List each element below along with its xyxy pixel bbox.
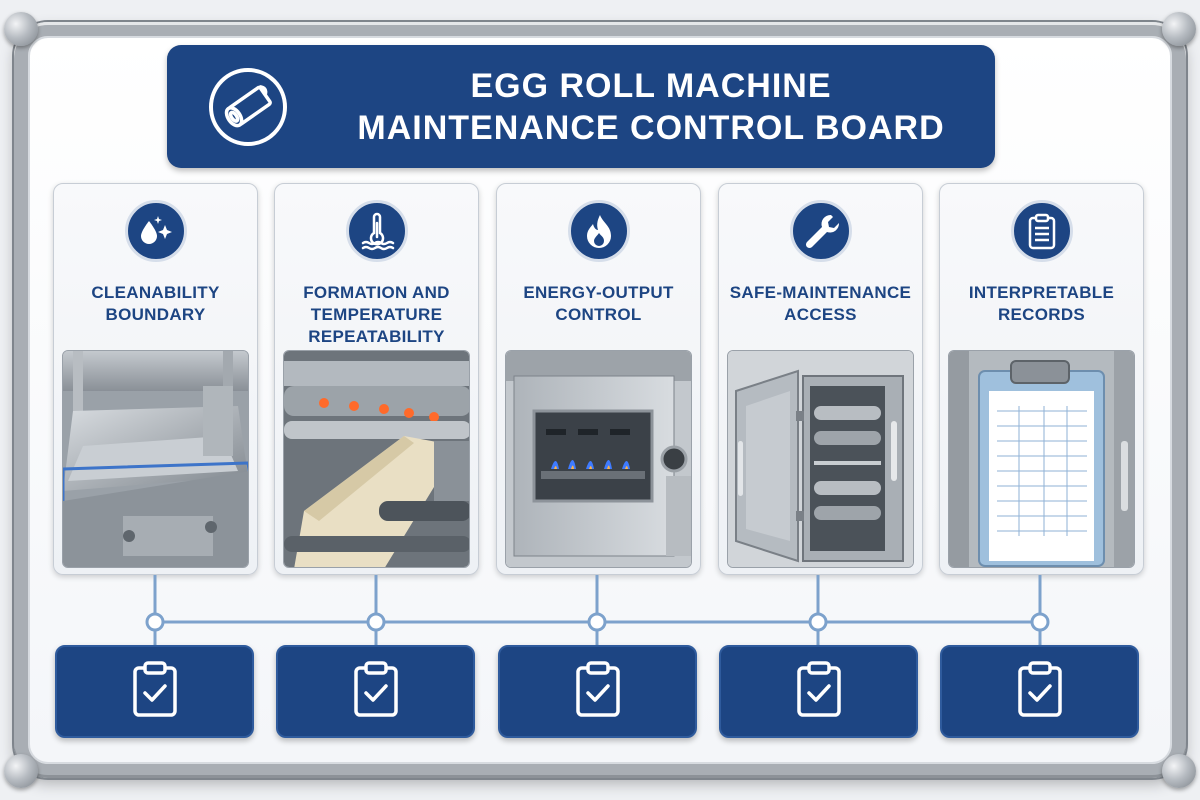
card-title: FORMATION AND TEMPERATURE REPEATABILITY	[303, 283, 450, 346]
clipboard-check-icon	[573, 659, 623, 724]
egg-roll-icon	[207, 66, 289, 148]
checklist-button-cleanability[interactable]	[55, 645, 254, 738]
water-drop-sparkle-icon	[124, 200, 187, 262]
card-title: ENERGY-OUTPUT CONTROL	[523, 283, 674, 324]
card-energy-output-control[interactable]: ENERGY-OUTPUT CONTROL	[496, 183, 701, 575]
checklist-button-records[interactable]	[940, 645, 1139, 738]
clipboard-check-icon	[794, 659, 844, 724]
thermometer-icon	[345, 200, 408, 262]
frame-corner-bottom-right	[1162, 754, 1196, 788]
stainless-tray-photo	[62, 350, 249, 568]
banner-title-line-1: EGG ROLL MACHINE	[470, 67, 832, 105]
clipboard-icon	[1010, 200, 1073, 262]
frame-corner-top-right	[1162, 12, 1196, 46]
card-safe-maintenance-access[interactable]: SAFE-MAINTENANCE ACCESS	[718, 183, 923, 575]
frame-corner-bottom-left	[4, 754, 38, 788]
title-banner: EGG ROLL MACHINE MAINTENANCE CONTROL BOA…	[167, 45, 995, 168]
checklist-button-formation-temperature[interactable]	[276, 645, 475, 738]
clipboard-check-icon	[351, 659, 401, 724]
roller-sheet-photo	[283, 350, 470, 568]
card-formation-temperature-repeatability[interactable]: FORMATION AND TEMPERATURE REPEATABILITY	[274, 183, 479, 575]
clipboard-check-icon	[130, 659, 180, 724]
banner-title-line-2: MAINTENANCE CONTROL BOARD	[357, 109, 945, 147]
open-door-cabinet-photo	[727, 350, 914, 568]
card-cleanability-boundary[interactable]: CLEANABILITY BOUNDARY	[53, 183, 258, 575]
checklist-button-safe-maintenance[interactable]	[719, 645, 918, 738]
flame-icon	[567, 200, 630, 262]
clipboard-on-machine-photo	[948, 350, 1135, 568]
gas-burner-photo	[505, 350, 692, 568]
clipboard-check-icon	[1015, 659, 1065, 724]
wrench-icon	[789, 200, 852, 262]
card-title: INTERPRETABLE RECORDS	[968, 283, 1115, 324]
frame-corner-top-left	[4, 12, 38, 46]
checklist-button-energy-output[interactable]	[498, 645, 697, 738]
card-interpretable-records[interactable]: INTERPRETABLE RECORDS	[939, 183, 1144, 575]
card-title: CLEANABILITY BOUNDARY	[91, 283, 220, 324]
card-title: SAFE-MAINTENANCE ACCESS	[729, 283, 912, 324]
